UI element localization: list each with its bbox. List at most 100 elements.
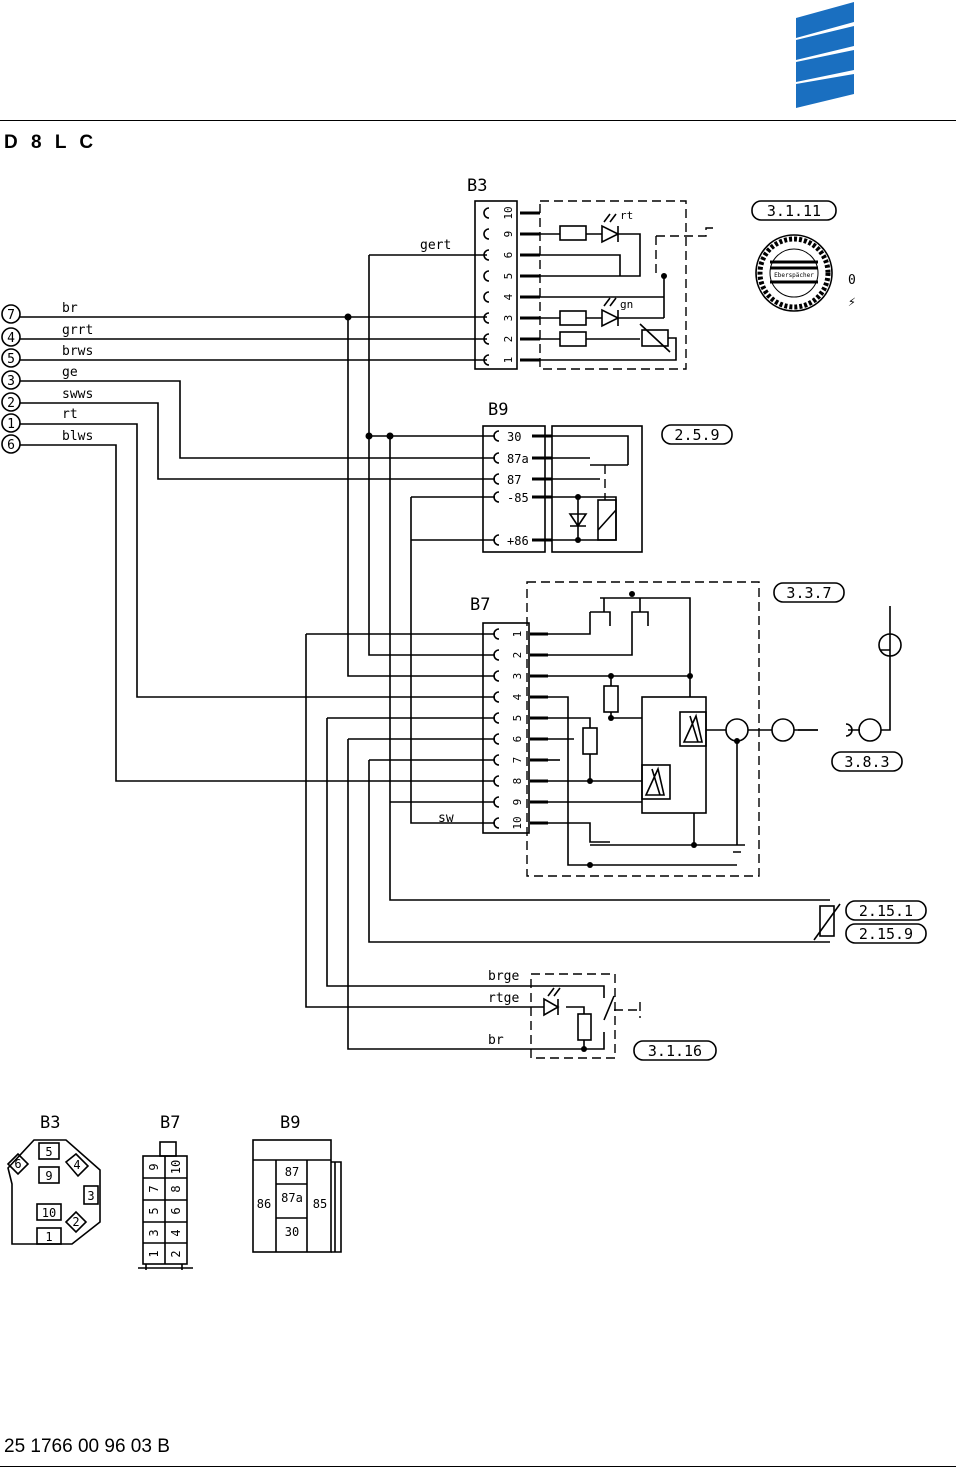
wire-num-4: 4 [1, 327, 21, 347]
b9-cell: 30 [285, 1225, 299, 1239]
b7-cell: 6 [169, 1207, 183, 1214]
b3-pin: 1 [502, 357, 515, 364]
b7-cell: 3 [147, 1229, 161, 1236]
b7-cell: 4 [169, 1229, 183, 1236]
ref-2-15-9: 2.15.9 [845, 923, 927, 944]
connector-b9: B9 30 87a 87 -85 +86 [482, 400, 643, 553]
b3-pin: 2 [502, 336, 515, 343]
timer-dial: Eberspächer 0 ⚡ [755, 234, 856, 312]
b3-cell: 3 [87, 1189, 94, 1203]
eberspaecher-logo [796, 2, 854, 108]
b3-cell: 10 [42, 1206, 56, 1220]
ref-3-1-11: 3.1.11 [751, 200, 837, 221]
timer-zero: 0 [848, 273, 856, 288]
switch-wire-brge: brge [488, 969, 519, 984]
temp-sensor [813, 903, 841, 941]
wire-num-5: 5 [1, 348, 21, 368]
b7-pin: 1 [511, 631, 524, 638]
b3-wire-label: gert [420, 238, 451, 253]
wiring-diagram: 7 4 5 3 2 1 6 br grrt brws ge swws rt bl… [1, 176, 927, 1270]
switch-wire-br: br [488, 1033, 504, 1048]
b3-cell: 6 [14, 1157, 21, 1171]
b7-wire-label: sw [438, 811, 454, 826]
ref-label: 3.3.7 [786, 584, 831, 602]
wire-color-label: rt [62, 407, 78, 422]
led-top-label: rt [620, 209, 633, 222]
wire-color-labels: br grrt brws ge swws rt blws [62, 301, 93, 444]
ref-label: 3.8.3 [844, 753, 889, 771]
ref-3-3-7: 3.3.7 [773, 582, 845, 603]
wire-num-7: 7 [1, 304, 21, 324]
wire-num-label: 7 [7, 308, 15, 323]
ref-2-5-9: 2.5.9 [661, 424, 733, 445]
b3-cell: 1 [45, 1230, 52, 1244]
b7-cell: 10 [169, 1160, 183, 1174]
pinout-b9-title: B9 [280, 1113, 300, 1133]
b9-pin: 87 [507, 473, 521, 487]
wire-color-label: grrt [62, 323, 93, 338]
b7-title: B7 [470, 595, 490, 615]
b3-pin: 10 [502, 206, 515, 219]
b9-cell: 87 [285, 1165, 299, 1179]
b7-pin: 9 [511, 799, 524, 806]
wire-num-3: 3 [1, 370, 21, 390]
wire-color-label: swws [62, 387, 93, 402]
b3-pin: 6 [502, 252, 515, 259]
b7-pin: 6 [511, 736, 524, 743]
b7-cell: 8 [169, 1185, 183, 1192]
b3-title: B3 [467, 176, 487, 196]
ref-label: 3.1.16 [648, 1042, 702, 1060]
pinout-b3-title: B3 [40, 1113, 60, 1133]
ref-label: 3.1.11 [767, 202, 821, 220]
pinout-b9: B9 87 86 87a 85 30 [252, 1113, 342, 1253]
switch-3116: brge rtge br [488, 969, 641, 1059]
b3-pin: 5 [502, 273, 515, 280]
b3-cell: 4 [73, 1158, 80, 1172]
wire-harness: 7 4 5 3 2 1 6 br grrt brws ge swws rt bl… [1, 238, 830, 1050]
b9-pin: +86 [507, 534, 529, 548]
ref-3-1-16: 3.1.16 [633, 1040, 717, 1061]
ref-label: 2.15.9 [859, 925, 913, 943]
b9-cell: 85 [313, 1197, 327, 1211]
b9-pin: 30 [507, 430, 521, 444]
wire-num-1: 1 [1, 413, 21, 433]
b3-cell: 5 [45, 1145, 52, 1159]
wire-color-label: br [62, 301, 78, 316]
b9-title: B9 [488, 400, 508, 420]
b7-cell: 2 [169, 1250, 183, 1257]
wire-num-label: 6 [7, 438, 15, 453]
page-title: D 8 L C [4, 132, 98, 153]
wire-num-label: 4 [7, 331, 15, 346]
b7-pin: 2 [511, 652, 524, 659]
ref-labels: 3.1.11 2.5.9 3.3.7 3.8.3 2.15.1 2.15.9 3… [633, 200, 927, 1061]
wire-num-label: 2 [7, 396, 15, 411]
b9-cell: 87a [281, 1191, 303, 1205]
wire-num-6: 6 [1, 434, 21, 454]
b7-cell: 5 [147, 1207, 161, 1214]
header-rule [0, 120, 956, 121]
wire-num-label: 5 [7, 352, 15, 367]
b9-cell: 86 [257, 1197, 271, 1211]
connector-b3: B3 10 9 6 5 4 3 2 1 rt gn [467, 176, 714, 370]
b3-cell: 2 [72, 1215, 79, 1229]
ref-label: 2.15.1 [859, 902, 913, 920]
pinout-b3: B3 5 4 6 9 3 10 2 1 [6, 1113, 101, 1245]
timer-heat-icon: ⚡ [848, 295, 856, 310]
connector-b7: B7 1 2 3 4 5 6 7 8 9 10 [470, 581, 818, 877]
document-number: 25 1766 00 96 03 B [4, 1436, 170, 1457]
ref-3-8-3: 3.8.3 [831, 751, 903, 772]
wire-num-2: 2 [1, 392, 21, 412]
timer-brand: Eberspächer [774, 272, 814, 279]
b7-pin: 8 [511, 778, 524, 785]
wire-num-label: 1 [7, 417, 15, 432]
wire-color-label: ge [62, 365, 78, 380]
wire-numbers: 7 4 5 3 2 1 6 [1, 304, 21, 454]
pinout-b7-title: B7 [160, 1113, 180, 1133]
plug-383 [845, 606, 902, 742]
b3-pin: 4 [502, 293, 515, 300]
b9-pin: 87a [507, 452, 529, 466]
b7-pin: 5 [511, 715, 524, 722]
b3-cell: 9 [45, 1169, 52, 1183]
b3-pin: 3 [502, 315, 515, 322]
b9-pin: -85 [507, 491, 529, 505]
